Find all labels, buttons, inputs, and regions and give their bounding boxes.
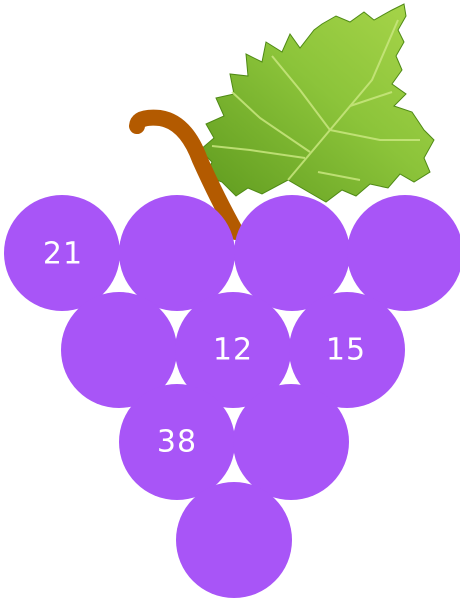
grape-r1c4: [347, 195, 460, 311]
grape-label-r2c2: 12: [213, 333, 253, 368]
grape-label-r2c3: 15: [326, 333, 366, 368]
leaf-icon: [200, 4, 434, 202]
grape-r1c3: [234, 195, 350, 311]
grape-r4c1: [176, 482, 292, 598]
grape-r3c2: [233, 384, 349, 500]
grape-r1c2: [119, 195, 235, 311]
grape-label-r3c1: 38: [157, 425, 197, 460]
grape-label-r1c1: 21: [43, 237, 83, 272]
